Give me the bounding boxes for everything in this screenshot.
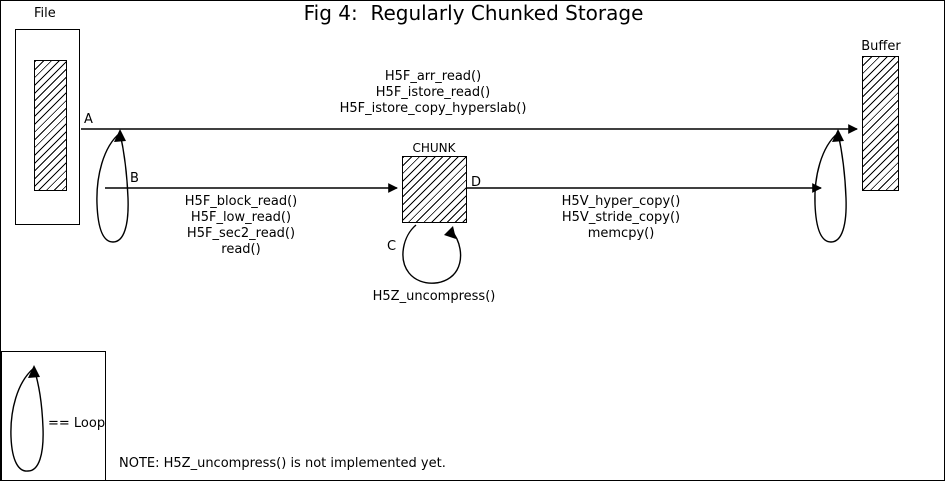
point-d-label: D xyxy=(471,175,482,190)
arrow-b-label-2: H5F_low_read() xyxy=(190,210,292,225)
loop-a-symbol xyxy=(96,131,129,243)
arrow-b-label-1: H5F_block_read() xyxy=(184,194,298,209)
point-a-label: A xyxy=(84,112,93,127)
arrow-d-label-1: H5V_hyper_copy() xyxy=(561,194,681,209)
buffer-node-hatch xyxy=(862,56,899,191)
arrow-b-labels: H5F_block_read() H5F_low_read() H5F_sec2… xyxy=(151,194,331,258)
loop-c-label: H5Z_uncompress() xyxy=(372,289,496,304)
legend-box xyxy=(1,351,106,480)
loop-c-arrowhead xyxy=(444,226,456,239)
note-text: NOTE: H5Z_uncompress() is not implemente… xyxy=(119,456,446,471)
arrow-a-label-2: H5F_istore_read() xyxy=(375,85,491,100)
chunk-node-label: CHUNK xyxy=(412,141,456,155)
arrow-d-label-2: H5V_stride_copy() xyxy=(561,210,681,225)
chunk-node-hatch xyxy=(402,156,467,223)
arrow-a-label-3: H5F_istore_copy_hyperslab() xyxy=(339,101,527,116)
loop-buffer-arrowhead xyxy=(832,129,844,142)
point-b-label: B xyxy=(130,171,139,186)
file-node-hatch xyxy=(34,60,67,191)
loop-a-arrowhead xyxy=(114,129,126,142)
buffer-node-label: Buffer xyxy=(861,39,901,54)
diagram-title: Fig 4: Regularly Chunked Storage xyxy=(303,1,644,25)
arrow-d-label-3: memcpy() xyxy=(587,226,655,241)
legend-label: == Loop xyxy=(48,416,106,431)
arrow-b-label-4: read() xyxy=(221,242,261,257)
point-c-label: C xyxy=(387,239,397,254)
file-node-label: File xyxy=(34,6,56,21)
loop-buffer-symbol xyxy=(814,131,847,243)
arrow-a-labels: H5F_arr_read() H5F_istore_read() H5F_ist… xyxy=(293,69,573,117)
arrow-b-label-3: H5F_sec2_read() xyxy=(186,226,296,241)
arrow-a-label-1: H5F_arr_read() xyxy=(384,69,482,84)
arrow-d-labels: H5V_hyper_copy() H5V_stride_copy() memcp… xyxy=(531,194,711,242)
loop-c-symbol xyxy=(402,224,462,284)
